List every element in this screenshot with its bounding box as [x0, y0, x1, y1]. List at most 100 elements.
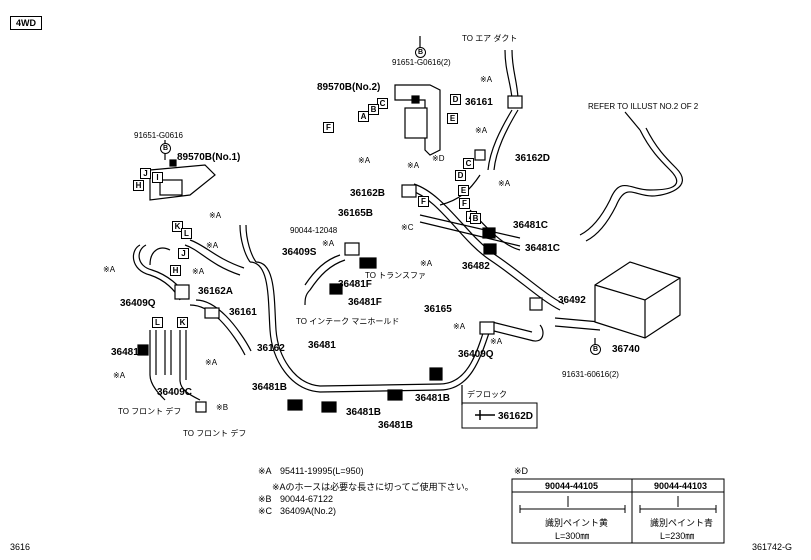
label-89570b-no2: 89570B(No.2) [317, 82, 381, 93]
ref-c-mark: ※C [401, 223, 414, 232]
label-36162d-box: 36162D [498, 411, 534, 422]
label-36481f-b: 36481F [348, 297, 382, 308]
ref-a-mark: ※A [490, 337, 503, 346]
callout-l: L [152, 317, 163, 328]
label-36165b: 36165B [338, 208, 374, 219]
label-36481: 36481 [308, 340, 336, 351]
callout-h: H [133, 180, 144, 191]
callout-f: F [323, 122, 334, 133]
callout-f: F [418, 196, 429, 207]
callout-f: F [459, 198, 470, 209]
callout-e: E [458, 185, 469, 196]
callout-k: K [177, 317, 188, 328]
ref-a-mark: ※A [103, 265, 116, 274]
table-col2-length: L=230㎜ [660, 531, 695, 541]
label-89570b-no1: 89570B(No.1) [177, 152, 241, 163]
ref-a-mark: ※A [498, 179, 511, 188]
label-36481b-c: 36481B [415, 393, 451, 404]
label-91651-g0616-2: 91651-G0616(2) [392, 58, 451, 67]
callout-a: A [358, 111, 369, 122]
label-36409c: 36409C [157, 387, 193, 398]
label-36481b-a: 36481B [252, 382, 288, 393]
ref-a-mark: ※A [358, 156, 371, 165]
ref-a-mark: ※A [322, 239, 335, 248]
callout-b: B [470, 213, 481, 224]
bolt-marker-b: B [160, 143, 171, 154]
note-a-desc: ※Aのホースは必要な長さに切ってご使用下さい。 [272, 482, 474, 492]
label-to-air-duct: TO エア ダクト [462, 34, 518, 43]
callout-i: I [152, 172, 163, 183]
label-to-transfer: TO トランスファ [365, 271, 427, 280]
callout-k: K [172, 221, 183, 232]
label-36162d-top: 36162D [515, 153, 551, 164]
callout-e: E [447, 113, 458, 124]
table-col2-part: 90044-44103 [654, 481, 708, 491]
label-36162a: 36162A [198, 286, 234, 297]
label-36481f-a: 36481F [338, 279, 372, 290]
ref-a-mark: ※A [480, 75, 493, 84]
ref-a-mark: ※A [192, 267, 205, 276]
label-refer: REFER TO ILLUST NO.2 OF 2 [588, 102, 699, 111]
label-36161-top: 36161 [465, 97, 493, 108]
ref-a-mark: ※A [205, 358, 218, 367]
label-36492: 36492 [558, 295, 586, 306]
label-36482: 36482 [462, 261, 490, 272]
label-36481b-b: 36481B [346, 407, 382, 418]
label-36162b: 36162B [350, 188, 386, 199]
footer-right: 361742-G [752, 542, 793, 552]
note-b-key: ※B [258, 494, 272, 504]
bolt-marker-b: B [590, 344, 601, 355]
ref-a-mark: ※A [206, 241, 219, 250]
label-to-intake: TO インテーク マニホールド [296, 317, 400, 326]
note-b-part: 90044-67122 [280, 494, 334, 504]
note-a-part: 95411-19995(L=950) [280, 466, 364, 476]
label-36409q-left: 36409Q [120, 298, 156, 309]
label-to-front-diff-a: TO フロント デフ [118, 407, 182, 416]
callout-d: D [450, 94, 461, 105]
bolt-marker-b: B [415, 47, 426, 58]
ref-a-mark: ※A [113, 371, 126, 380]
callout-j: J [140, 168, 151, 179]
callout-c: C [463, 158, 474, 169]
drive-tag: 4WD [10, 16, 42, 30]
note-d-key: ※D [514, 466, 529, 476]
note-c-key: ※C [258, 506, 273, 516]
label-36481b-d: 36481B [378, 420, 414, 431]
label-90044-12048: 90044-12048 [290, 226, 338, 235]
table-col1-part: 90044-44105 [545, 481, 599, 491]
label-36481c-b: 36481C [525, 243, 561, 254]
label-36740: 36740 [612, 344, 640, 355]
label-36409s: 36409S [282, 247, 317, 258]
callout-l: L [181, 228, 192, 239]
label-difflock: デフロック [467, 390, 507, 399]
label-36481c-a: 36481C [513, 220, 549, 231]
label-36481d: 36481D [111, 347, 147, 358]
label-to-front-diff-b: TO フロント デフ [183, 429, 247, 438]
note-a-key: ※A [258, 466, 272, 476]
ref-a-mark: ※A [453, 322, 466, 331]
callout-c: C [377, 98, 388, 109]
label-36409q-right: 36409Q [458, 349, 494, 360]
ref-a-mark: ※A [475, 126, 488, 135]
callout-j: J [178, 248, 189, 259]
table-col1-length: L=300㎜ [555, 531, 590, 541]
label-36162: 36162 [257, 343, 285, 354]
ref-d-mark: ※D [432, 154, 445, 163]
label-91651-g0616: 91651-G0616 [134, 131, 183, 140]
label-36165: 36165 [424, 304, 452, 315]
ref-a-mark: ※A [209, 211, 222, 220]
table-col1-paint: 識別ペイント黄 [545, 518, 609, 528]
ref-a-mark: ※A [407, 161, 420, 170]
label-36161-mid: 36161 [229, 307, 257, 318]
table-col2-paint: 識別ペイント青 [650, 518, 714, 528]
note-c-part: 36409A(No.2) [280, 506, 337, 516]
ref-a-mark: ※A [420, 259, 433, 268]
callout-b: B [368, 104, 379, 115]
ref-b-mark: ※B [216, 403, 229, 412]
label-91631-60616: 91631-60616(2) [562, 370, 619, 379]
callout-h: H [170, 265, 181, 276]
footer-left: 3616 [10, 542, 31, 552]
callout-d: D [455, 170, 466, 181]
